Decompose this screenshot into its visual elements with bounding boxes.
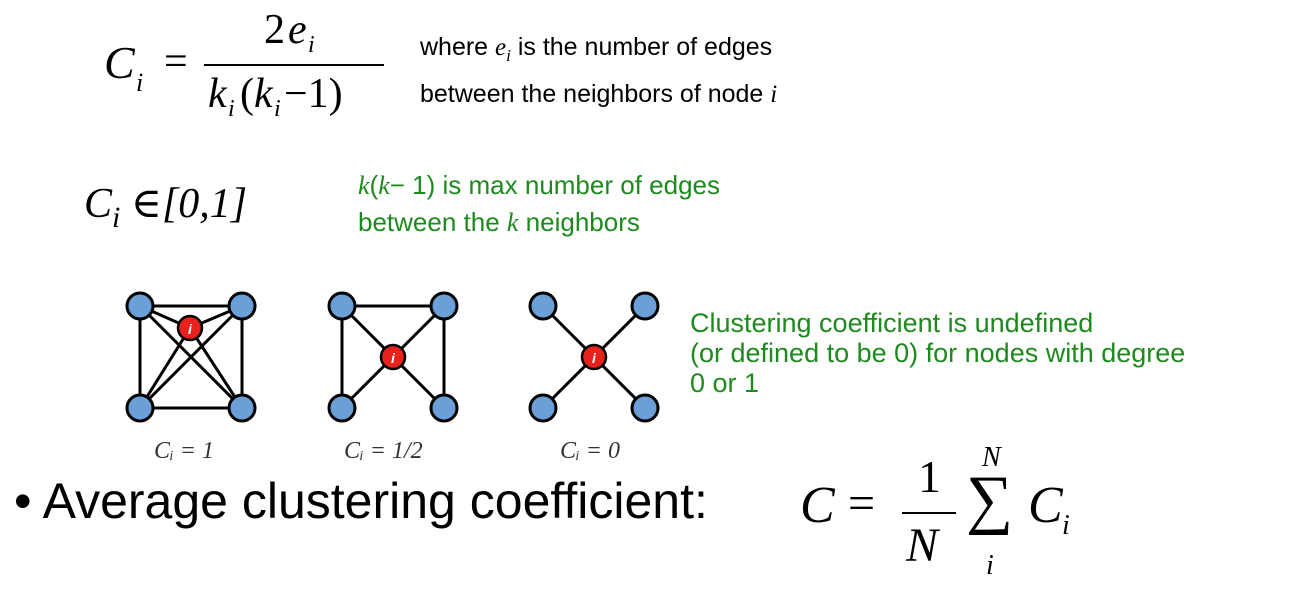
note-ei-line2: between the neighbors of node i	[420, 75, 777, 114]
center-node	[176, 314, 204, 342]
avg-frac-den: N	[906, 519, 939, 572]
edge	[188, 327, 244, 409]
formula-numerator-subscript: i	[308, 32, 315, 58]
formula-numerator-coefficient: 2	[264, 7, 285, 53]
note-k-paren: (	[369, 170, 379, 200]
note-k-var: k	[358, 171, 370, 200]
graph-full-clustering: i	[125, 291, 257, 423]
range-symbol: C	[84, 181, 113, 227]
formula-den-open: (	[240, 71, 254, 117]
range-relation: ∈[0,1]	[120, 181, 248, 227]
neighbor-node	[630, 291, 660, 321]
center-node	[379, 343, 407, 371]
center-node-label: i	[188, 321, 193, 337]
note-ei-line2-pre: between the neighbors of node	[420, 80, 771, 108]
fraction-bar	[204, 64, 384, 66]
formula-den-k2-sub: i	[274, 96, 281, 122]
note-ei-node-var: i	[770, 81, 778, 108]
neighbor-node	[227, 393, 257, 423]
center-node-label: i	[391, 350, 396, 366]
edge	[138, 327, 192, 409]
average-clustering-bullet: • Average clustering coefficient:	[14, 472, 708, 530]
caption-graph-3: Cᵢ = 0	[560, 438, 620, 464]
graph-half-clustering: i	[327, 291, 459, 423]
avg-frac-num: 1	[918, 451, 941, 502]
local-clustering-formula: C i = 2 e i k i ( k i −1)	[104, 6, 394, 126]
formula-den-k1-sub: i	[228, 96, 235, 122]
avg-term-sub: i	[1062, 510, 1070, 541]
note-undefined-line3: 0 or 1	[690, 368, 760, 398]
note-undefined-line1: Clustering coefficient is undefined	[690, 308, 1094, 338]
graph-zero-clustering: i	[528, 291, 660, 423]
bullet-marker: •	[14, 473, 32, 529]
formula-den-rest: −1)	[284, 71, 343, 117]
average-label: Average clustering coefficient:	[42, 473, 708, 529]
center-node-label: i	[592, 350, 597, 366]
note-undefined-line2: (or defined to be 0) for nodes with degr…	[690, 338, 1186, 368]
neighbor-node	[327, 291, 357, 321]
note-k-line2-pre: between the	[358, 207, 507, 237]
neighbor-node	[327, 393, 357, 423]
neighbor-node	[429, 291, 459, 321]
avg-sum-symbol: ∑	[966, 463, 1014, 536]
avg-fraction-bar	[902, 512, 956, 514]
note-k-line1: k(k− 1) is max number of edges	[358, 167, 720, 204]
neighbor-node	[528, 291, 558, 321]
note-ei-line1: where ei is the number of edges	[420, 28, 777, 75]
avg-equals: =	[848, 477, 876, 530]
formula-den-k1: k	[208, 71, 227, 117]
example-graphs: i i i	[125, 291, 660, 423]
formula-lhs-symbol: C	[104, 37, 135, 88]
note-k-line1-post: − 1) is max number of edges	[389, 170, 720, 200]
note-ei-var-sub: i	[506, 46, 511, 65]
note-edges-definition: where ei is the number of edges between …	[420, 28, 777, 114]
neighbor-node	[630, 393, 660, 423]
formula-lhs-subscript: i	[136, 68, 144, 97]
avg-sum-top: N	[982, 442, 1001, 473]
note-k-line2: between the k neighbors	[358, 204, 720, 241]
avg-sum-bottom: i	[986, 550, 994, 581]
note-k-line2-var: k	[506, 208, 519, 237]
note-max-edges: k(k− 1) is max number of edges between t…	[358, 167, 720, 241]
edge	[138, 304, 244, 410]
caption-graph-2: Cᵢ = 1/2	[344, 438, 423, 464]
note-ei-var: e	[495, 34, 507, 61]
center-node	[580, 343, 608, 371]
avg-lhs: C	[800, 477, 835, 534]
neighbor-node	[227, 291, 257, 321]
formula-equals: =	[164, 39, 188, 85]
average-clustering-formula: C = 1 N N ∑ i C i	[800, 440, 1100, 590]
formula-numerator-symbol: e	[288, 7, 307, 53]
caption-graph-1: Cᵢ = 1	[154, 438, 214, 464]
note-undefined-coefficient: Clustering coefficient is undefined (or …	[690, 308, 1185, 398]
coefficient-range: Ci ∈[0,1]	[84, 178, 247, 235]
neighbor-node	[528, 393, 558, 423]
formula-den-k2: k	[254, 71, 273, 117]
note-k-var2: k	[378, 171, 390, 200]
note-ei-line1-post: is the number of edges	[510, 33, 773, 61]
avg-term: C	[1028, 477, 1063, 534]
note-ei-line1-pre: where	[420, 33, 496, 61]
note-k-line2-post: neighbors	[518, 207, 640, 237]
neighbor-node	[125, 291, 155, 321]
neighbor-node	[125, 393, 155, 423]
neighbor-node	[429, 393, 459, 423]
range-subscript: i	[112, 201, 121, 234]
